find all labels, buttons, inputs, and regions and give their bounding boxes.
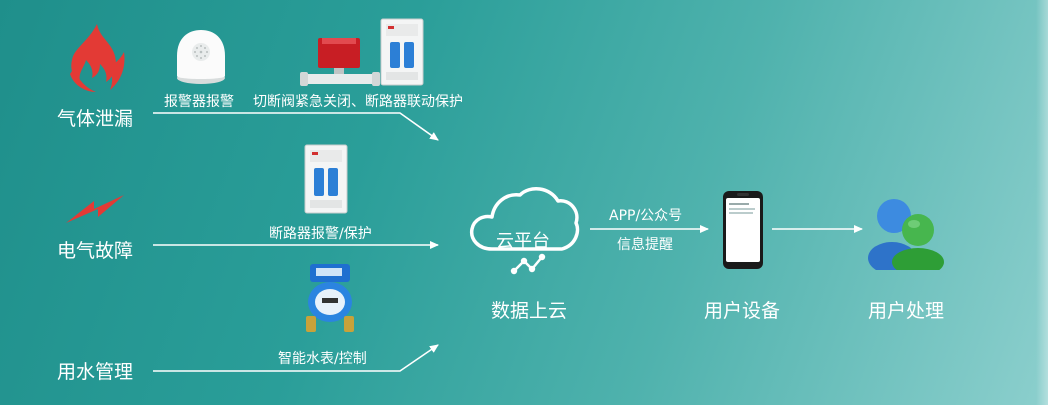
arrow-gas-to-cloud [153,112,439,141]
label-app-wechat: APP/公众号 [609,208,683,224]
breaker-device-icon [304,144,348,214]
category-electrical-fault: 电气故障 [57,240,134,262]
label-breaker-alarm: 断路器报警/保护 [269,226,372,242]
category-water-management: 用水管理 [57,361,134,383]
node-user-device: 用户设备 [704,300,781,322]
label-valve-breaker: 切断阀紧急关闭、断路器联动保护 [253,94,463,110]
fire-icon [70,24,125,92]
lightning-icon [66,195,124,223]
label-info-reminder: 信息提醒 [617,237,673,253]
label-smart-meter: 智能水表/控制 [278,351,367,367]
node-data-upload: 数据上云 [491,300,568,322]
water-meter-icon [306,264,354,332]
circuit-breaker-icon [380,18,424,86]
node-cloud-platform: 云平台 [496,231,550,252]
shutoff-valve-icon [300,38,380,86]
smoke-alarm-icon [177,30,225,84]
node-user-handle: 用户处理 [868,300,945,322]
users-icon [868,199,944,270]
label-alarm-report: 报警器报警 [164,94,234,110]
arrow-water-to-cloud [153,344,439,372]
category-gas-leak: 气体泄漏 [57,108,134,130]
phone-icon [723,191,763,269]
cloud-icon [469,187,580,275]
